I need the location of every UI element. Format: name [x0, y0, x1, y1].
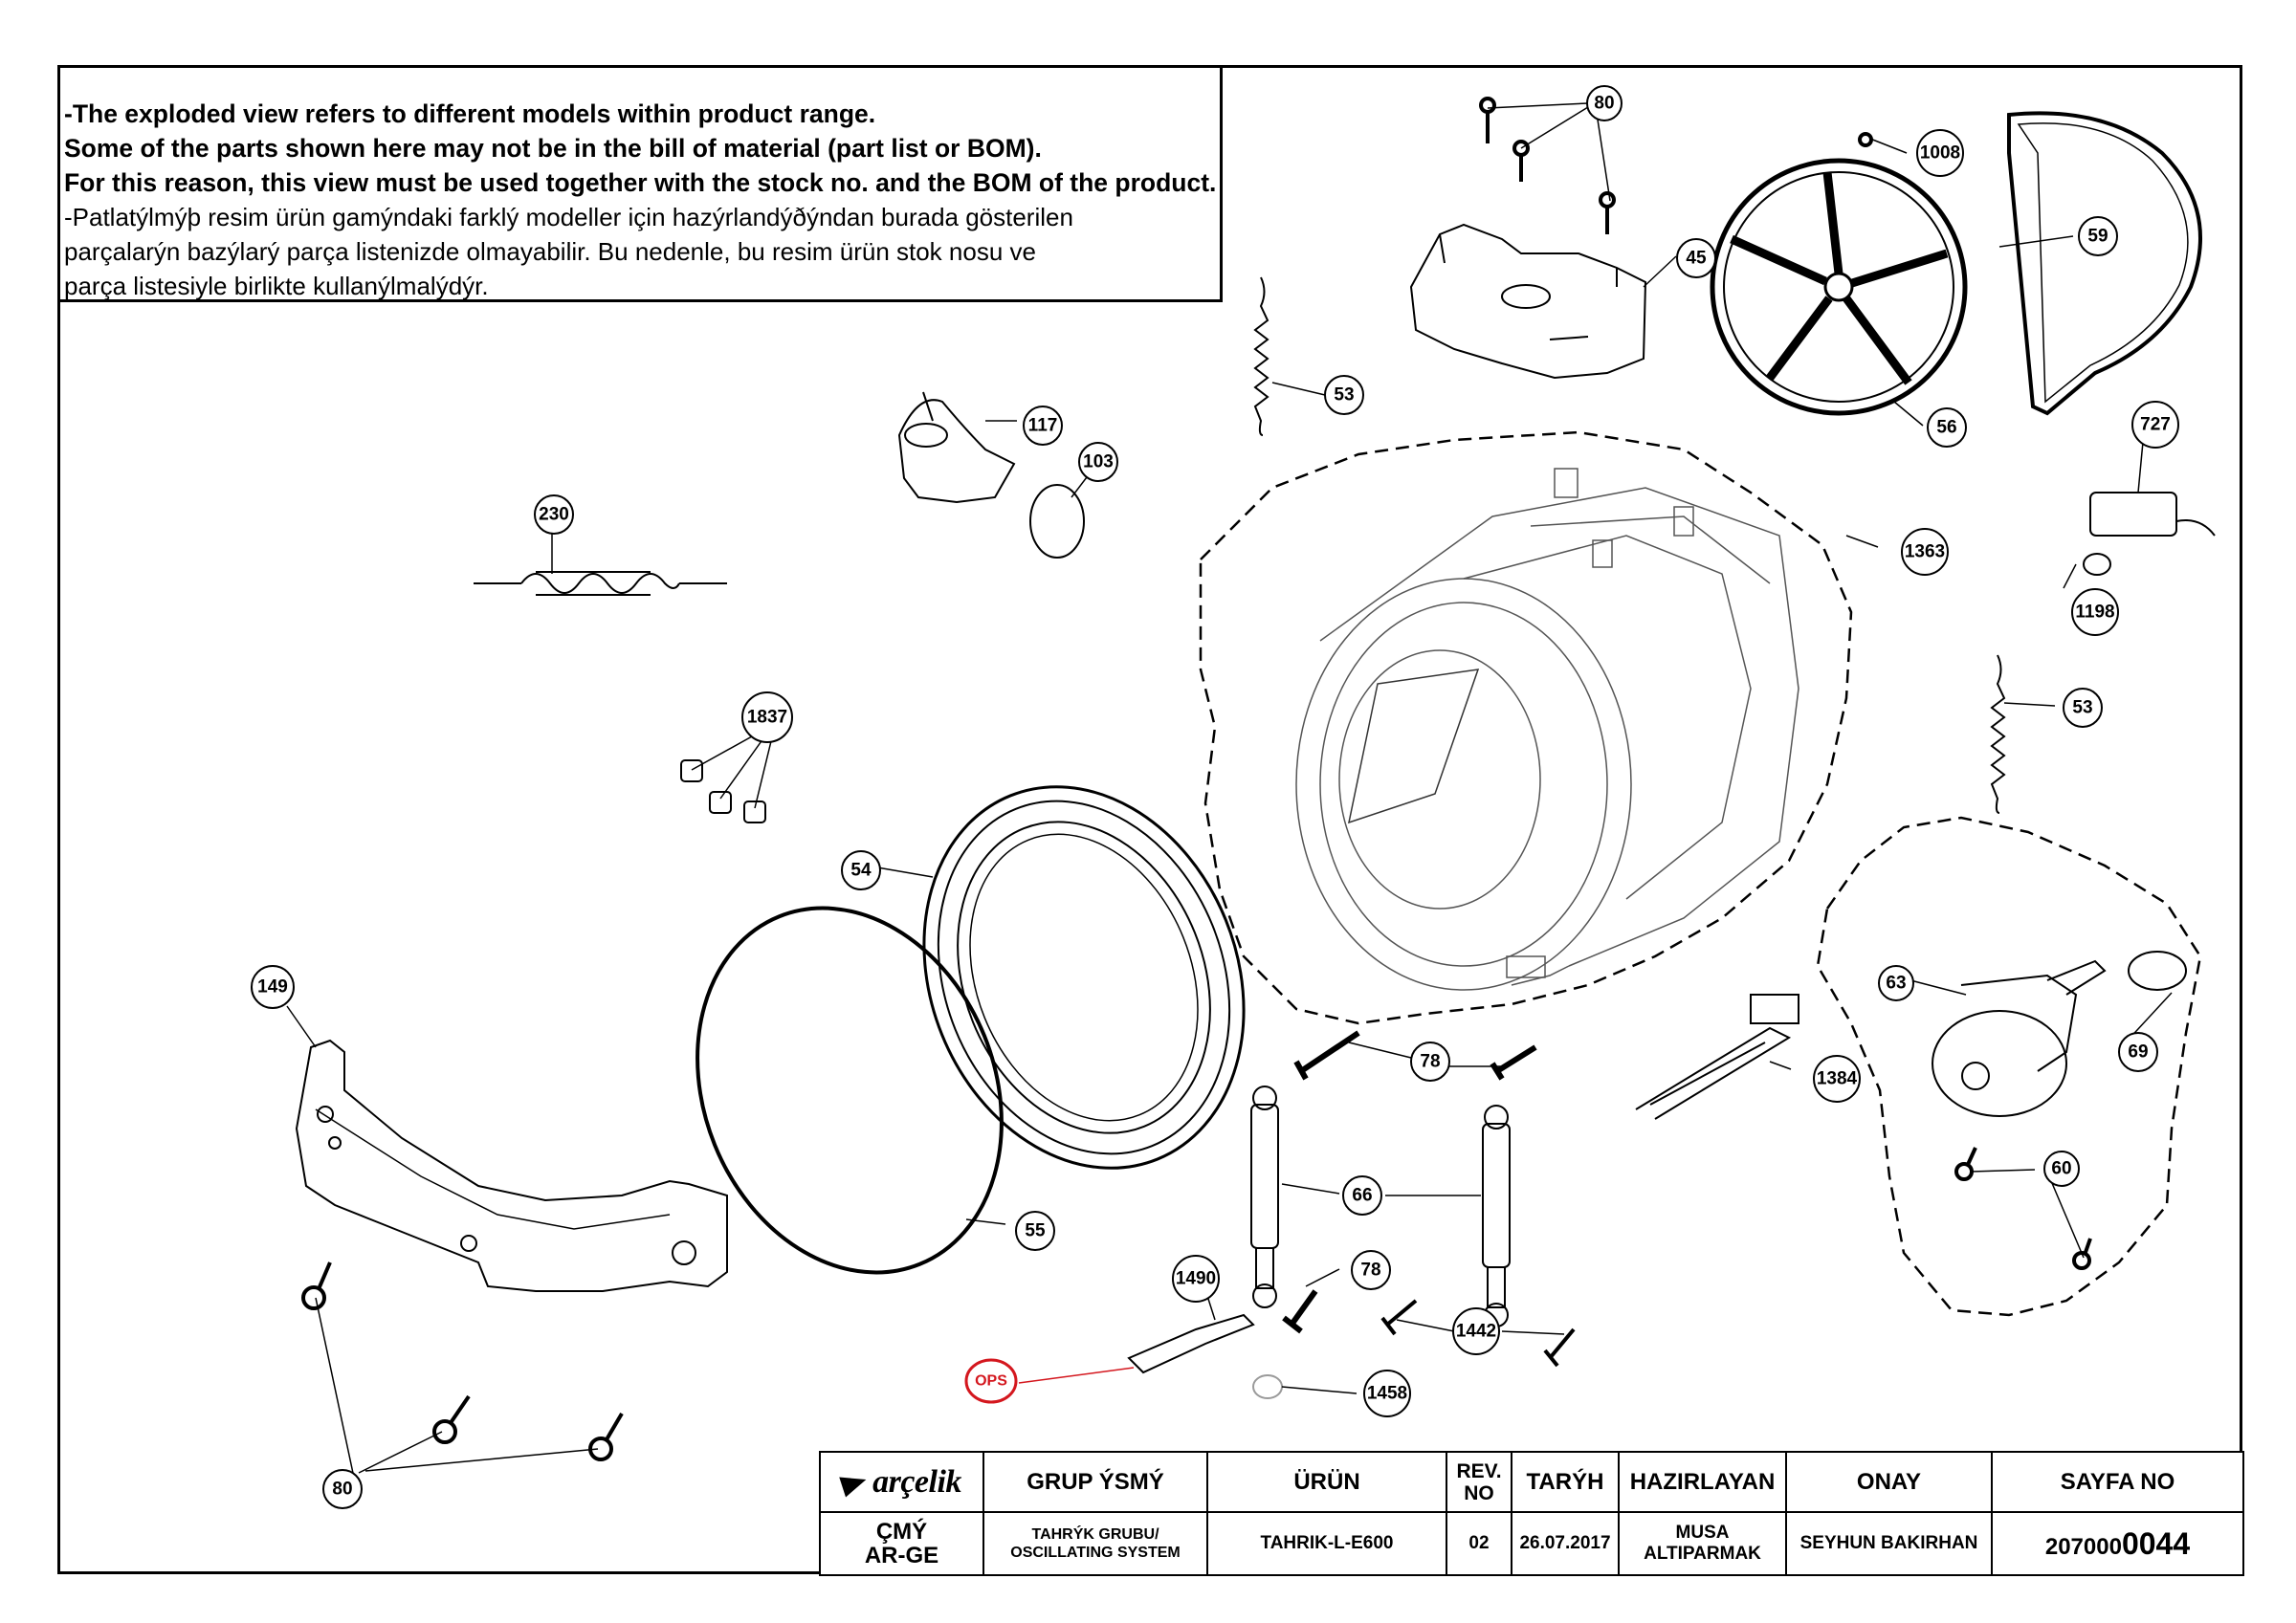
label-1490: 1490 — [1176, 1269, 1216, 1289]
door-gasket — [922, 785, 1246, 1170]
note-en-line-3: For this reason, this view must be used … — [64, 168, 1217, 197]
pump-gasket-69 — [2128, 951, 2187, 991]
label-230: 230 — [539, 505, 569, 525]
label-59: 59 — [2087, 227, 2108, 247]
label-66: 66 — [1352, 1186, 1372, 1206]
header-date: TARÝH — [1511, 1451, 1620, 1513]
label-103: 103 — [1083, 452, 1114, 472]
clamp-ring — [695, 906, 1004, 1275]
sensor-727 — [2089, 492, 2177, 537]
front-counterweight — [295, 1039, 728, 1292]
header-approved: ONAY — [1785, 1451, 1993, 1513]
date: 26.07.2017 — [1511, 1511, 1620, 1576]
label-1442: 1442 — [1456, 1322, 1496, 1342]
label-55: 55 — [1025, 1221, 1046, 1241]
note-tr-line-2: parçalarýn bazýlarý parça listenizde olm… — [64, 237, 1036, 266]
approved-by: SEYHUN BAKIRHAN — [1785, 1511, 1993, 1576]
label-80-bottom: 80 — [332, 1480, 352, 1500]
product-name: TAHRIK-L-E600 — [1206, 1511, 1447, 1576]
label-63: 63 — [1886, 974, 1906, 994]
callouts — [251, 85, 2179, 1509]
pin-78-a — [1293, 1030, 1360, 1081]
label-1384: 1384 — [1817, 1069, 1858, 1089]
header-prepared: HAZIRLAYAN — [1618, 1451, 1787, 1513]
dispenser-hose — [897, 391, 1016, 504]
suspension-spring-left — [1253, 276, 1269, 436]
drive-belt — [2007, 111, 2202, 416]
label-1458: 1458 — [1367, 1384, 1407, 1404]
label-54: 54 — [850, 861, 872, 881]
revision: 02 — [1446, 1511, 1512, 1576]
tub-assembly — [1295, 468, 1799, 991]
group-name: TAHRÝK GRUBU/ OSCILLATING SYSTEM — [982, 1511, 1208, 1576]
header-product: ÜRÜN — [1206, 1451, 1447, 1513]
note-en-line-2: Some of the parts shown here may not be … — [64, 134, 1042, 163]
label-727: 727 — [2140, 415, 2171, 435]
label-56: 56 — [1936, 418, 1956, 438]
department: ÇMÝ AR-GE — [819, 1511, 984, 1576]
prepared-by: MUSA ALTIPARMAK — [1618, 1511, 1787, 1576]
label-ops: OPS — [975, 1373, 1007, 1390]
pin-78-c — [1282, 1289, 1318, 1334]
page-number: 2070000044 — [1991, 1511, 2244, 1576]
label-1363: 1363 — [1905, 542, 1945, 562]
label-149: 149 — [257, 977, 288, 998]
label-117: 117 — [1028, 416, 1058, 436]
disclaimer-note-box: -The exploded view refers to different m… — [57, 65, 1223, 302]
pressure-chamber — [1127, 1313, 1255, 1374]
o-ring-103 — [1029, 484, 1085, 559]
label-78-b: 78 — [1360, 1261, 1380, 1281]
note-tr-line-1: -Patlatýlmýþ resim ürün gamýndaki farklý… — [64, 203, 1073, 231]
title-block: arçelik GRUP ÝSMÝ ÜRÜN REV. NO TARÝH HAZ… — [819, 1451, 2244, 1576]
shock-absorbers — [1250, 1086, 1511, 1327]
drum-pulley — [1710, 158, 1968, 416]
pin-78-b — [1490, 1044, 1537, 1081]
nut-1198 — [2083, 553, 2111, 576]
label-69: 69 — [2128, 1042, 2148, 1063]
label-1198: 1198 — [2075, 603, 2114, 623]
rear-bracket — [1409, 223, 1647, 380]
label-1837: 1837 — [747, 708, 787, 728]
note-tr-line-3: parça listesiyle birlikte kullanýlmalýdý… — [64, 272, 489, 300]
spring-230 — [474, 571, 727, 596]
note-en-line-1: -The exploded view refers to different m… — [64, 99, 876, 128]
suspension-spring-right — [1990, 654, 2006, 814]
header-group: GRUP ÝSMÝ — [982, 1451, 1208, 1513]
label-53-right: 53 — [2072, 698, 2092, 718]
arcelik-logo-icon — [839, 1469, 870, 1497]
label-60: 60 — [2051, 1159, 2071, 1179]
brand-logo: arçelik — [819, 1451, 984, 1513]
label-78-a: 78 — [1420, 1052, 1440, 1072]
header-rev: REV. NO — [1446, 1451, 1512, 1513]
header-page: SAYFA NO — [1991, 1451, 2244, 1513]
nut-1458 — [1252, 1374, 1283, 1399]
heater — [1635, 994, 1799, 1120]
label-1008: 1008 — [1920, 143, 1960, 164]
pump-group-dashed-outline — [1816, 816, 2202, 1317]
drain-pump — [1932, 959, 2107, 1117]
bushing-1837 — [680, 759, 703, 782]
leader-lines — [286, 102, 2173, 1479]
label-80-top: 80 — [1594, 94, 1614, 114]
label-45: 45 — [1686, 249, 1707, 269]
label-53-top: 53 — [1334, 385, 1354, 406]
drum-group-dashed-outline — [1199, 430, 1853, 1025]
